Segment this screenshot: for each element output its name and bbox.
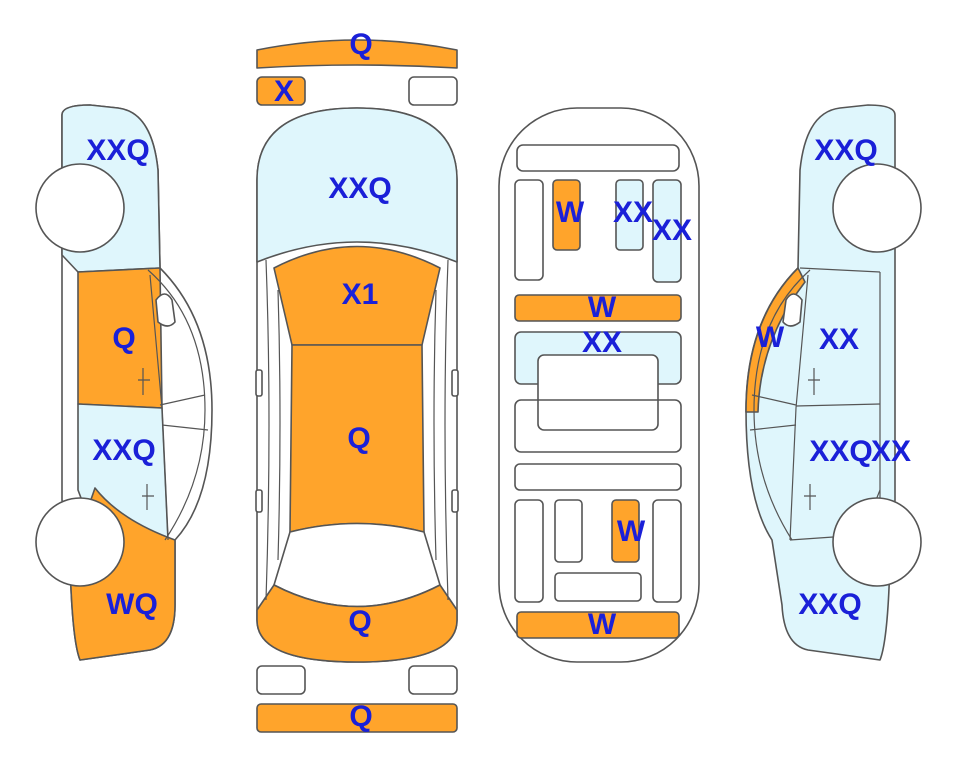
left-rear-door-label: XXQ xyxy=(92,434,155,467)
right-a-pillar-label: W xyxy=(756,321,785,354)
windshield-panel[interactable] xyxy=(256,107,458,263)
left-rear-wheel xyxy=(35,497,125,587)
right-rear-quarter-label: XXQ xyxy=(798,588,861,621)
right-rear-door-b-label: XX xyxy=(871,435,911,468)
roof-label: Q xyxy=(347,422,370,455)
top-side-line-left xyxy=(265,259,270,601)
top-side-line-left2 xyxy=(277,289,281,561)
under-rear-exhaust[interactable] xyxy=(554,572,642,602)
right-rear-door-a-label: XXQ xyxy=(809,435,872,468)
left-front-fender-label: XXQ xyxy=(86,134,149,167)
left-mirror-top xyxy=(255,369,263,397)
trunk-label: Q xyxy=(348,605,371,638)
left-mirror-side xyxy=(155,293,176,327)
right-headlight-panel[interactable] xyxy=(408,76,458,106)
windshield-label: XXQ xyxy=(328,172,391,205)
left-window-line xyxy=(147,269,206,541)
left-front-handle xyxy=(138,368,150,395)
right-front-wheel xyxy=(832,163,922,253)
front-bumper-label: Q xyxy=(349,28,372,61)
right-side-view: XXQ W XX XXQ XX XXQ xyxy=(745,104,922,661)
front-bumper-panel[interactable] xyxy=(256,39,458,69)
left-front-door-label: Q xyxy=(112,322,135,355)
right-door-line-mid xyxy=(795,403,881,407)
under-rear-bar-panel[interactable] xyxy=(516,611,680,639)
under-front-side-left[interactable] xyxy=(514,179,544,281)
under-front-right-panel[interactable] xyxy=(652,179,682,283)
top-side-line-right xyxy=(444,259,449,601)
under-front-mid-label: XX xyxy=(613,196,653,229)
right-window-split xyxy=(751,394,797,406)
left-side-view: XXQ Q XXQ WQ xyxy=(35,104,213,661)
right-window-line xyxy=(753,269,811,541)
right-door-line-top xyxy=(799,267,881,273)
underbody-view: W XX XX W XX W W xyxy=(498,107,700,663)
under-mid-frame[interactable] xyxy=(514,399,682,453)
left-rear-quarter-label: WQ xyxy=(106,588,158,621)
rear-bumper-panel[interactable] xyxy=(256,703,458,733)
under-rear-mid-label: W xyxy=(617,515,646,548)
under-crossmember-label: W xyxy=(588,291,617,324)
under-rear-side-right[interactable] xyxy=(652,499,682,603)
under-rear-small-left[interactable] xyxy=(554,499,583,563)
under-crossmember-panel[interactable] xyxy=(514,294,682,322)
top-side-line-right2 xyxy=(433,289,437,561)
under-front-mid-panel[interactable] xyxy=(615,179,644,251)
right-front-door-label: XX xyxy=(819,323,859,356)
left-headlight-panel[interactable] xyxy=(256,76,306,106)
right-rear-wheel xyxy=(832,497,922,587)
under-center-label: XX xyxy=(582,326,622,359)
left-pillar xyxy=(149,274,169,541)
rear-window xyxy=(273,522,441,608)
hood-label: X1 xyxy=(342,278,379,311)
right-mirror-side xyxy=(782,293,803,327)
trunk-panel[interactable] xyxy=(256,584,458,663)
left-window-split2 xyxy=(161,424,209,431)
under-front-right-label: XX xyxy=(652,214,692,247)
right-window-split2 xyxy=(749,424,797,431)
under-front-left-panel[interactable] xyxy=(552,179,581,251)
right-front-fender-label: XXQ xyxy=(814,134,877,167)
rear-bumper-label: Q xyxy=(349,700,372,733)
under-rear-bar-top[interactable] xyxy=(514,463,682,491)
left-rear-handle xyxy=(142,484,154,510)
left-headlight-label: X xyxy=(274,75,294,108)
hood-panel[interactable] xyxy=(273,245,441,346)
right-handle-top xyxy=(451,489,459,513)
right-rear-handle xyxy=(804,484,816,510)
right-pillar xyxy=(789,274,809,541)
left-window-split xyxy=(159,394,206,406)
right-mirror-top xyxy=(451,369,459,397)
right-front-handle xyxy=(808,368,820,395)
under-rear-side-left[interactable] xyxy=(514,499,544,603)
right-taillight-panel[interactable] xyxy=(408,665,458,695)
left-taillight-panel[interactable] xyxy=(256,665,306,695)
under-front-bar[interactable] xyxy=(516,144,680,172)
under-rear-bar-label: W xyxy=(588,608,617,641)
top-view: Q X XXQ X1 Q Q Q xyxy=(255,28,459,733)
left-handle-top xyxy=(255,489,263,513)
under-center-inner xyxy=(537,354,659,431)
under-front-left-label: W xyxy=(556,196,585,229)
under-rear-mid-panel[interactable] xyxy=(611,499,640,563)
left-front-wheel xyxy=(35,163,125,253)
